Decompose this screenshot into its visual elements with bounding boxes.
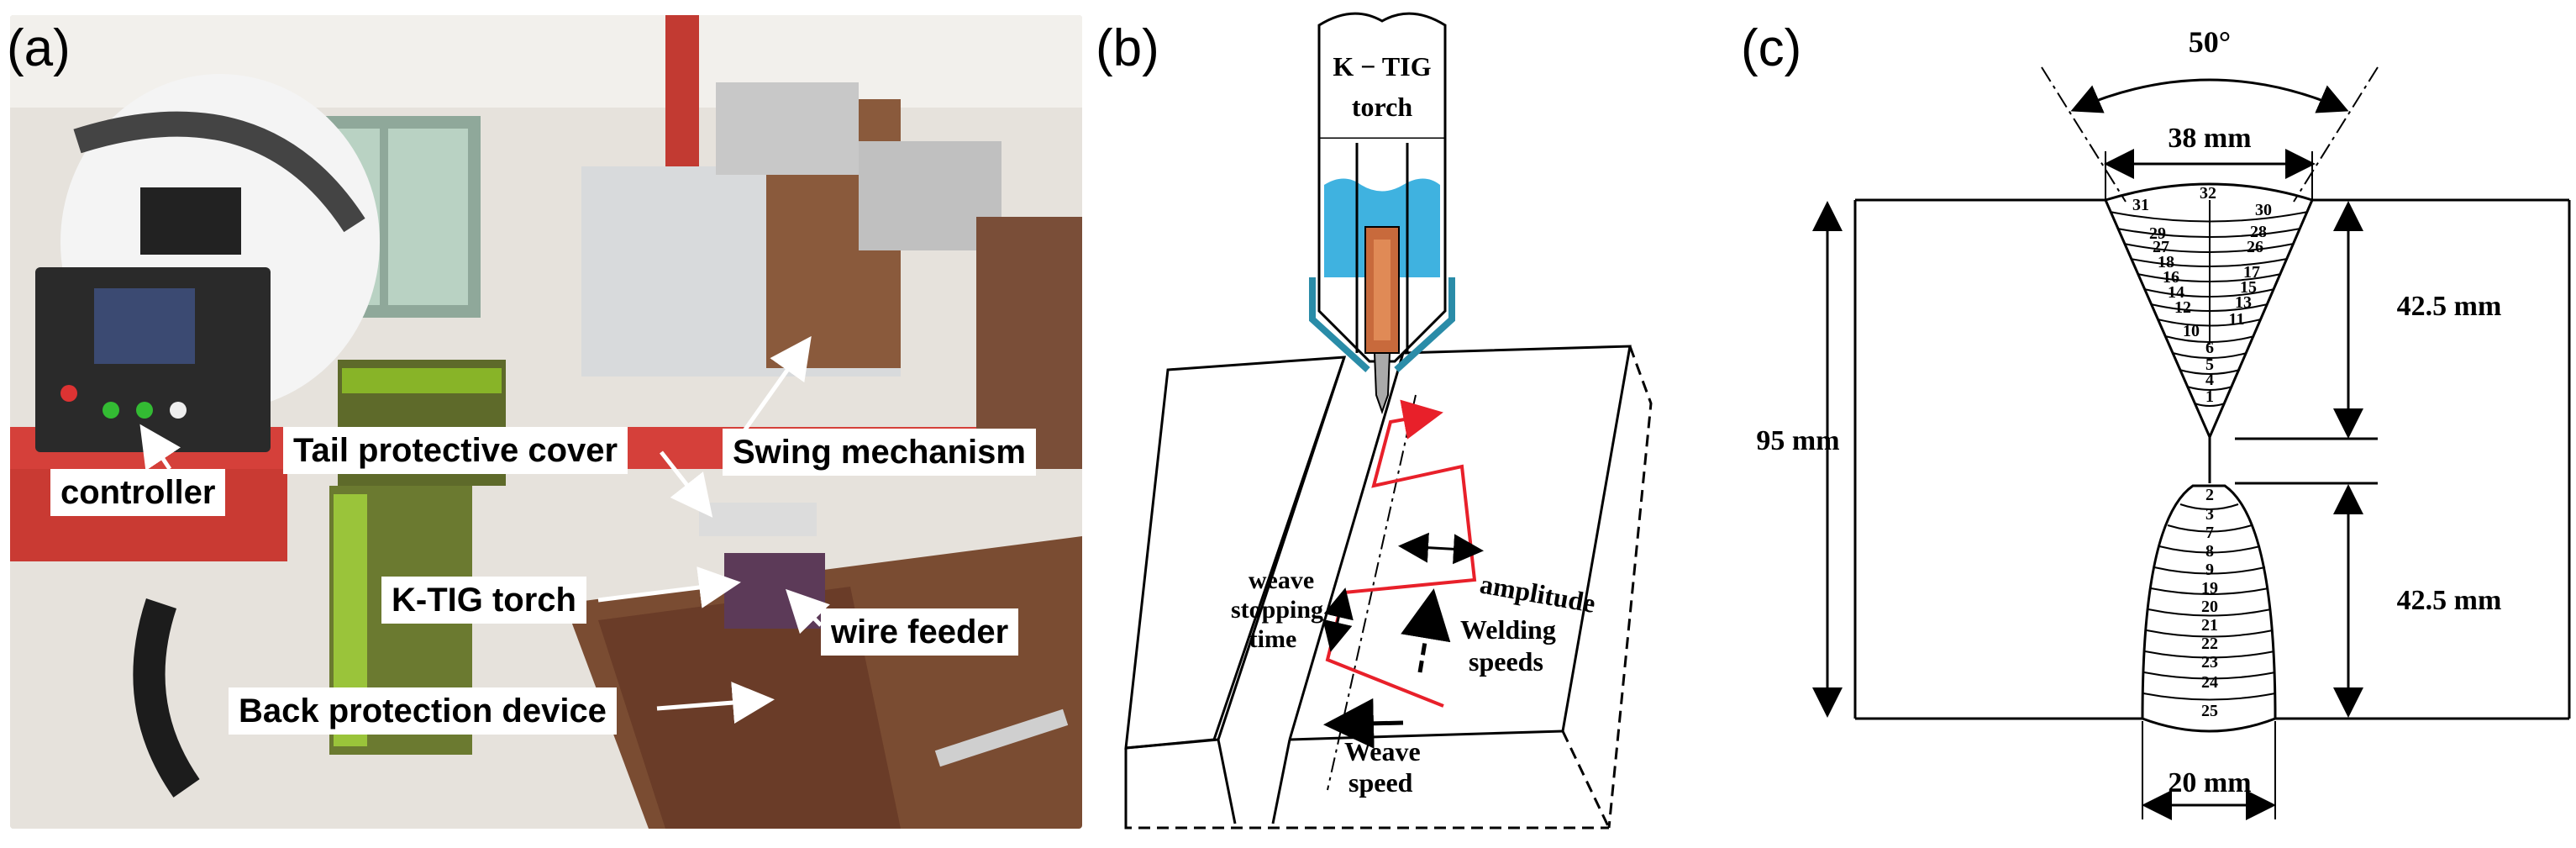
pass-number: 12: [2174, 298, 2191, 317]
callout-tail-protective-cover: Tail protective cover: [283, 427, 628, 474]
pass-number: 30: [2255, 201, 2272, 219]
pass-number: 27: [2153, 238, 2169, 256]
pass-number: 28: [2250, 223, 2267, 241]
torch-icon: [1309, 12, 1455, 415]
pass-number: 19: [2201, 579, 2218, 598]
panel-b-label: (b): [1096, 19, 1159, 77]
callout-wire-feeder: wire feeder: [821, 608, 1019, 656]
pass-number: 25: [2201, 702, 2218, 720]
callout-back-protection-device: Back protection device: [229, 687, 617, 735]
label-welding-1: Welding: [1460, 614, 1556, 645]
pass-number: 20: [2201, 598, 2218, 616]
lower-pass-numbers: 2 3 7 8 9 19 20 21 22 23 24 25: [2201, 486, 2218, 720]
pass-number: 9: [2205, 561, 2214, 579]
pass-number: 7: [2205, 524, 2214, 542]
pass-number: 32: [2200, 184, 2216, 203]
callout-k-tig-torch: K-TIG torch: [381, 577, 586, 624]
pass-number: 17: [2243, 263, 2260, 282]
callout-swing-mechanism: Swing mechanism: [723, 429, 1036, 476]
torch-label-line2: torch: [1352, 92, 1412, 122]
welding-setup-photo: controller Tail protective cover Swing m…: [10, 15, 1082, 829]
panel-c-label: (c): [1741, 19, 1802, 77]
panel-c: 1 4 5 6 10 11 12 13 14 15 16 17 18 26 27…: [1664, 0, 2576, 844]
pass-number: 6: [2205, 339, 2214, 357]
pass-number: 11: [2229, 310, 2245, 329]
label-weave-stopping-2: stopping: [1231, 596, 1323, 624]
pass-number: 8: [2205, 542, 2214, 561]
callout-arrows: [139, 335, 830, 724]
lower-pass-lines: [2142, 503, 2276, 701]
upper-pass-numbers: 1 4 5 6 10 11 12 13 14 15 16 17 18 26 27…: [2132, 184, 2272, 406]
pass-number: 13: [2235, 293, 2252, 312]
centreline: [1327, 394, 1417, 791]
workpiece: [1124, 345, 1653, 830]
pass-number: 3: [2205, 505, 2214, 524]
groove-cross-section: 1 4 5 6 10 11 12 13 14 15 16 17 18 26 27…: [1756, 25, 2571, 820]
panel-b: K − TIG torch amplitude weave stopping t…: [1092, 0, 1664, 844]
panel-a: controller Tail protective cover Swing m…: [0, 0, 1092, 844]
top-width-label: 38 mm: [2168, 123, 2251, 154]
label-weave-speed-2: speed: [1348, 767, 1413, 798]
pass-number: 2: [2205, 486, 2214, 504]
callout-controller: controller: [50, 469, 226, 516]
pass-number: 18: [2158, 253, 2174, 271]
pass-number: 10: [2183, 322, 2200, 340]
pass-number: 4: [2205, 371, 2214, 389]
pass-number: 21: [2201, 616, 2218, 635]
pass-number: 15: [2240, 278, 2257, 297]
pass-number: 24: [2201, 673, 2218, 692]
pass-number: 16: [2163, 268, 2179, 287]
panel-a-label: (a): [7, 19, 71, 77]
pass-number: 23: [2201, 653, 2218, 672]
plate-outline: [1853, 198, 2571, 720]
lower-depth-label: 42.5 mm: [2397, 585, 2502, 616]
upper-pass-lines: [2109, 200, 2309, 407]
angle-label: 50°: [2189, 25, 2231, 59]
pass-number: 14: [2168, 283, 2184, 302]
pass-number: 1: [2205, 387, 2214, 406]
pass-number: 29: [2149, 224, 2166, 243]
label-welding-2: speeds: [1469, 646, 1543, 677]
upper-depth-label: 42.5 mm: [2397, 291, 2502, 322]
label-amplitude: amplitude: [1478, 568, 1598, 619]
label-weave-stopping-3: time: [1249, 625, 1297, 653]
bottom-width-label: 20 mm: [2168, 767, 2251, 798]
label-weave-stopping-1: weave: [1249, 566, 1314, 594]
pass-number: 22: [2201, 635, 2218, 653]
weave-schematic: K − TIG torch amplitude weave stopping t…: [1124, 12, 1653, 830]
lower-weld: [2141, 484, 2277, 733]
torch-label-line1: K − TIG: [1333, 51, 1431, 82]
thickness-label: 95 mm: [1756, 425, 1839, 456]
pass-number: 31: [2132, 196, 2149, 214]
pass-number: 5: [2205, 356, 2214, 374]
label-weave-speed-1: Weave: [1344, 736, 1421, 766]
pass-number: 26: [2247, 238, 2263, 256]
